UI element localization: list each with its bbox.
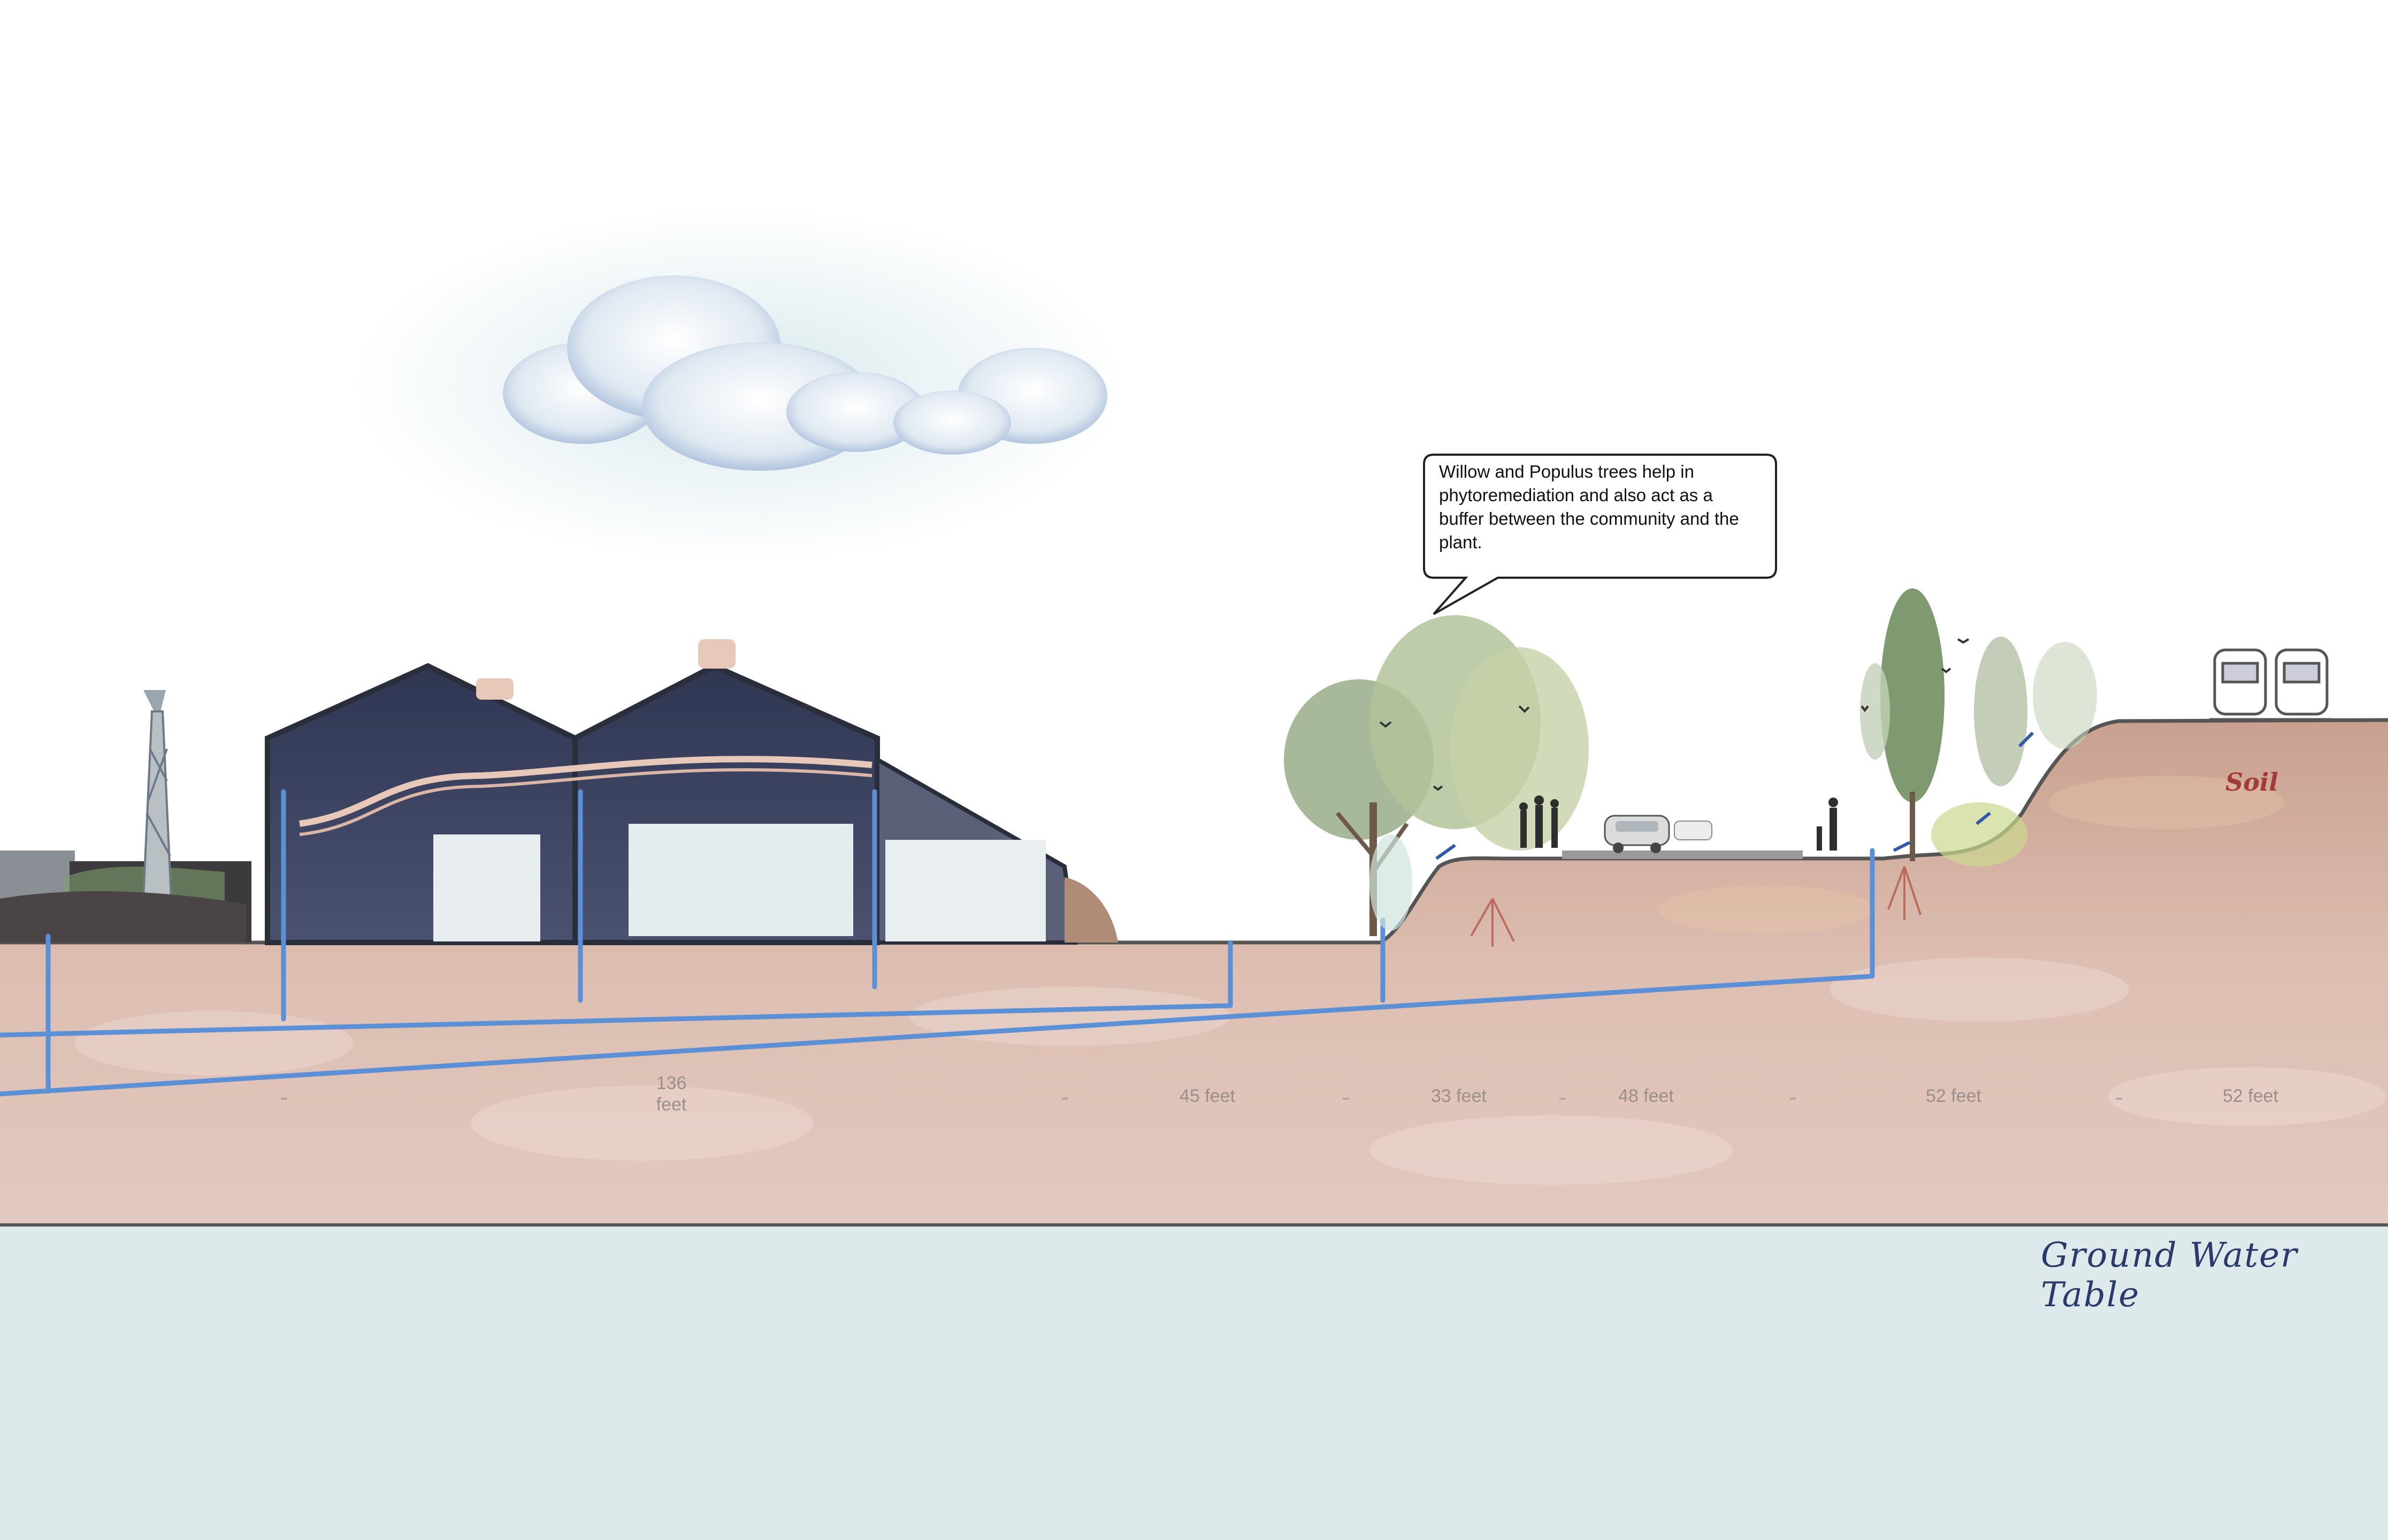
factory-tower-icon (143, 690, 171, 899)
soil-label: Soil (2225, 768, 2278, 796)
ground-water-table-label: Ground Water Table (2041, 1236, 2388, 1315)
dimension-label: 48 feet (1618, 1086, 1674, 1107)
warehouse-icon (0, 639, 1118, 943)
callout-text: Willow and Populus trees help in phytore… (1439, 460, 1755, 554)
dimension-label: 52 feet (1926, 1086, 1981, 1107)
groundwater-layer (0, 1225, 2388, 1540)
dimension-label: 136 feet (639, 1072, 703, 1115)
train-icon (2209, 650, 2332, 719)
dimension-label: 33 feet (1431, 1086, 1487, 1107)
dimension-label: 45 feet (1180, 1086, 1235, 1107)
dimension-label: 52 feet (2223, 1086, 2278, 1107)
dimension-unit: feet (639, 1094, 703, 1115)
road (1562, 851, 1803, 859)
cloud-icon (353, 209, 1123, 562)
car-icon (1605, 816, 1712, 853)
dimension-value: 136 (639, 1072, 703, 1094)
